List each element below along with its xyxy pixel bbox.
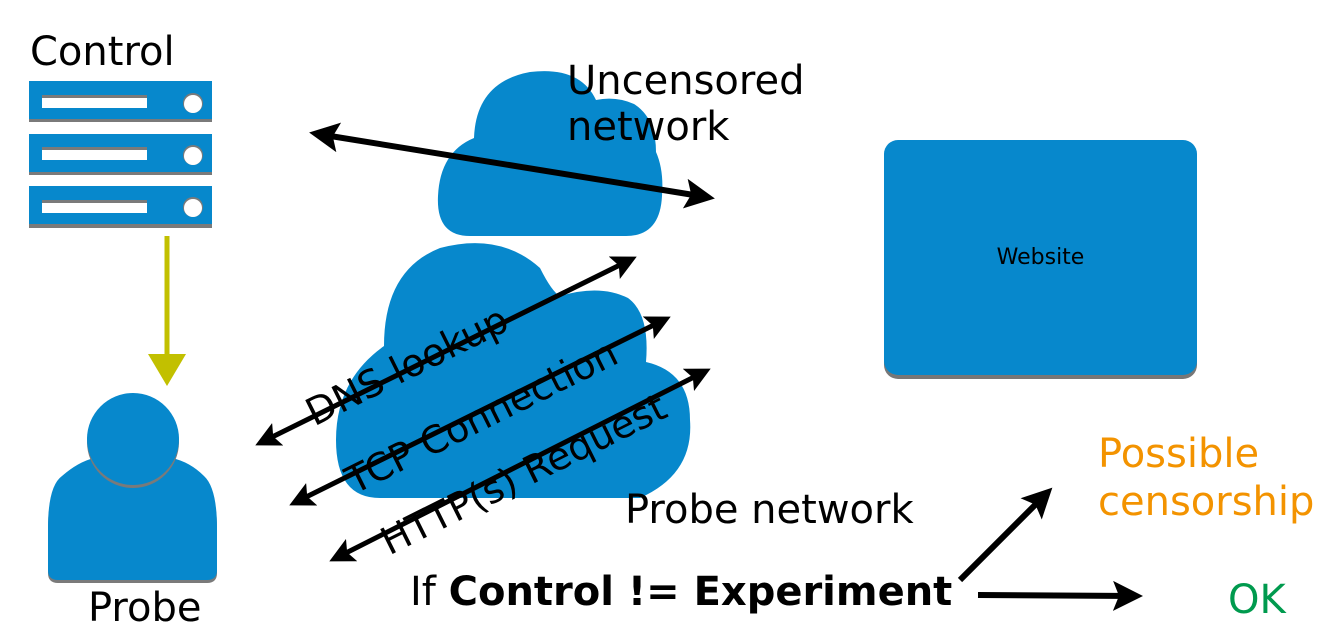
possible-censorship-label: Possible censorship (1098, 430, 1314, 526)
probe-label: Probe (88, 585, 202, 631)
probe-network-label: Probe network (625, 487, 914, 533)
condition-text: If Control != Experiment (410, 572, 952, 612)
uncensored-network-label: Uncensored network (567, 58, 804, 150)
user-icon (48, 393, 217, 583)
ok-arrow (977, 580, 1143, 611)
server-unit (29, 134, 212, 175)
uncensored-network-label-line1: Uncensored (567, 58, 805, 104)
possible-censorship-arrow (957, 487, 1053, 583)
condition-expression: Control != Experiment (448, 569, 953, 615)
server-unit (29, 81, 212, 122)
http-request-arrow (329, 368, 711, 562)
control-label: Control (30, 29, 175, 75)
uncensored-network-label-line2: network (567, 104, 730, 150)
server-unit (29, 186, 212, 228)
possible-line2: censorship (1098, 479, 1315, 525)
server-rack-icon (29, 81, 212, 228)
control-uncensored-arrow (309, 122, 715, 209)
ok-label: OK (1228, 577, 1286, 623)
condition-prefix: If (410, 569, 436, 615)
control-to-probe-arrow (148, 236, 186, 386)
website-label: Website (996, 244, 1085, 270)
possible-line1: Possible (1098, 431, 1260, 477)
website-box: Website (884, 140, 1197, 375)
